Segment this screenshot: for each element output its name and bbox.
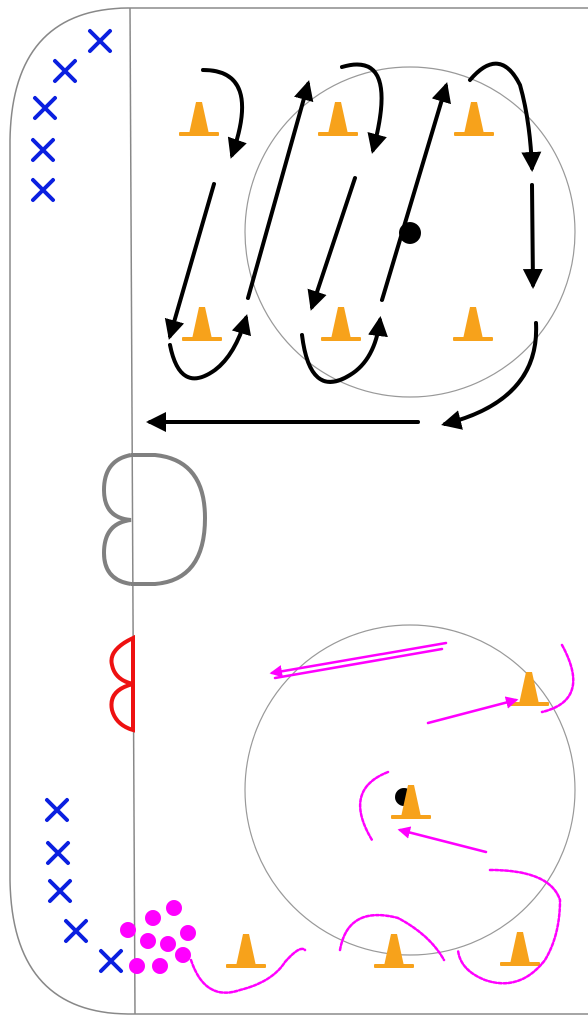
x-mark-icon xyxy=(64,919,88,943)
x-mark-icon xyxy=(99,949,123,973)
cone-icon xyxy=(374,934,414,968)
skating-path-magenta xyxy=(189,641,575,994)
net-red-icon xyxy=(109,634,135,733)
x-mark-icon xyxy=(31,178,55,202)
cone-icon xyxy=(454,102,494,136)
puck-icon xyxy=(145,910,161,926)
cone-icon xyxy=(226,934,266,968)
cone-icon xyxy=(453,307,493,341)
puck-icon xyxy=(166,900,182,916)
goal-line xyxy=(129,7,136,1015)
cone-icon xyxy=(321,307,361,341)
player-group-top xyxy=(31,29,112,202)
x-mark-icon xyxy=(53,59,77,83)
x-mark-icon xyxy=(33,96,57,120)
puck-icon xyxy=(120,922,136,938)
x-mark-icon xyxy=(48,879,72,903)
skating-path-black xyxy=(146,61,543,432)
faceoff-circle-top xyxy=(244,66,576,398)
x-mark-icon xyxy=(88,29,112,53)
puck-icon xyxy=(180,925,196,941)
puck-pile xyxy=(120,900,196,974)
puck-icon xyxy=(152,958,168,974)
x-mark-icon xyxy=(46,841,70,865)
puck-icon xyxy=(175,947,191,963)
puck-icon xyxy=(160,936,176,952)
cone-icon xyxy=(182,307,222,341)
net-gray-icon xyxy=(101,453,208,586)
x-mark-icon xyxy=(45,798,69,822)
x-mark-icon xyxy=(31,138,55,162)
faceoff-circle-bottom xyxy=(244,624,576,956)
puck-icon xyxy=(129,958,145,974)
cone-icon xyxy=(318,102,358,136)
cone-icon xyxy=(179,102,219,136)
rink-boards xyxy=(9,7,588,1015)
cone-icon xyxy=(500,932,540,966)
player-group-bottom xyxy=(45,798,123,973)
puck-icon xyxy=(140,933,156,949)
